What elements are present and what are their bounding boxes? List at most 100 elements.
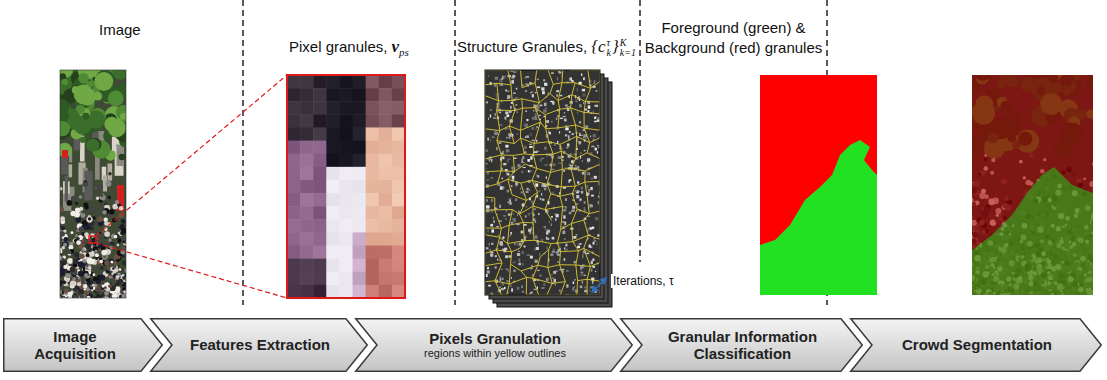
structure-speck: [551, 223, 552, 226]
crowd-person: [71, 281, 77, 287]
crowd-person: [97, 216, 103, 222]
crowd-person: [86, 253, 90, 257]
structure-speck: [535, 235, 538, 238]
structure-speck: [487, 138, 489, 141]
tree-foliage: [68, 109, 78, 119]
zoom-leader: [96, 243, 287, 298]
granule-outline: [588, 235, 600, 239]
structure-speck: [510, 75, 511, 76]
structure-speck: [590, 246, 592, 247]
background-region: [760, 75, 877, 295]
granule-outline: [485, 184, 498, 187]
pixel-cell: [287, 272, 301, 286]
structure-speck: [597, 145, 599, 146]
structure-speck: [486, 149, 488, 152]
structure-speck: [564, 249, 567, 251]
crowd-person: [70, 231, 73, 234]
structure-speck: [490, 139, 491, 141]
structure-speck: [581, 104, 582, 106]
structure-speck: [518, 258, 520, 261]
structure-speck: [584, 286, 587, 288]
structure-speck: [590, 205, 593, 208]
structure-speck: [511, 77, 514, 79]
structure-speck: [554, 144, 556, 146]
structure-speck: [509, 235, 511, 237]
granule-outline: [540, 122, 545, 129]
crowd-person: [112, 293, 118, 298]
crowd-person: [80, 294, 84, 298]
structure-speck: [575, 100, 577, 103]
pixel-cell: [392, 88, 406, 102]
structure-speck: [501, 78, 504, 79]
structure-speck: [521, 231, 524, 234]
pixel-cell: [353, 206, 367, 220]
zoom-marker: [89, 236, 96, 243]
granule-outline: [584, 235, 589, 248]
structure-speck: [536, 126, 538, 128]
granule-outline: [500, 237, 508, 243]
structure-speck: [496, 226, 498, 227]
structure-speck: [579, 198, 581, 201]
structure-speck: [571, 80, 573, 82]
granule-outline: [509, 126, 520, 130]
pixel-cell: [366, 75, 380, 89]
shop-sign: [62, 150, 68, 158]
pixel-cell: [300, 101, 314, 115]
crowd-person: [108, 284, 112, 288]
structure-speck: [545, 108, 547, 109]
pixel-cell: [313, 141, 327, 155]
pixel-cell: [339, 259, 353, 273]
pixel-cell: [313, 232, 327, 246]
pixel-cell: [313, 101, 327, 115]
crowd-person: [66, 200, 72, 206]
granule-outline: [587, 153, 600, 159]
structure-speck: [551, 169, 554, 170]
pixel-cell: [287, 232, 301, 246]
crowd-person: [96, 288, 99, 291]
granule-outline: [590, 138, 600, 143]
structure-speck: [494, 131, 497, 134]
structure-speck: [499, 205, 500, 208]
structure-speck: [577, 246, 578, 248]
structure-speck: [582, 94, 585, 97]
crowd-person: [93, 273, 96, 276]
pixel-cell: [353, 141, 367, 155]
granule-outline: [561, 151, 575, 158]
granule-outline: [572, 209, 578, 223]
structure-speck: [499, 286, 501, 287]
pixel-cell: [353, 246, 367, 260]
structure-speck: [541, 158, 544, 159]
pixel-cell: [326, 180, 340, 194]
structure-speck: [543, 109, 546, 112]
foreground-mask: [760, 75, 877, 295]
crowd-person: [75, 234, 78, 237]
granule-outline: [521, 271, 526, 277]
crowd-person: [121, 219, 126, 224]
pixel-cell: [287, 193, 301, 207]
structure-speck: [537, 79, 539, 80]
granule-outline: [576, 265, 591, 266]
pixel-cell: [353, 114, 367, 128]
structure-speck: [524, 246, 526, 248]
pixel-cell: [300, 259, 314, 273]
structure-speck: [548, 132, 551, 134]
pixel-cell: [392, 154, 406, 168]
crowd-person: [77, 237, 80, 240]
building-detail: [107, 163, 112, 180]
crowd-person: [93, 277, 98, 282]
structure-speck: [576, 195, 579, 198]
structure-speck: [584, 201, 586, 203]
structure-speck: [522, 156, 524, 159]
structure-speck: [491, 229, 494, 232]
granule-outline: [499, 100, 512, 101]
granule-outline: [560, 187, 561, 196]
pixel-cell: [392, 259, 406, 273]
crowd-person: [86, 264, 89, 267]
granule-outline: [535, 108, 540, 122]
crowd-person: [112, 267, 115, 270]
structure-speck: [546, 231, 548, 234]
crowd-person: [80, 251, 83, 254]
granule-outline: [558, 83, 562, 101]
crowd-person: [88, 266, 92, 270]
structure-speck: [582, 160, 583, 161]
